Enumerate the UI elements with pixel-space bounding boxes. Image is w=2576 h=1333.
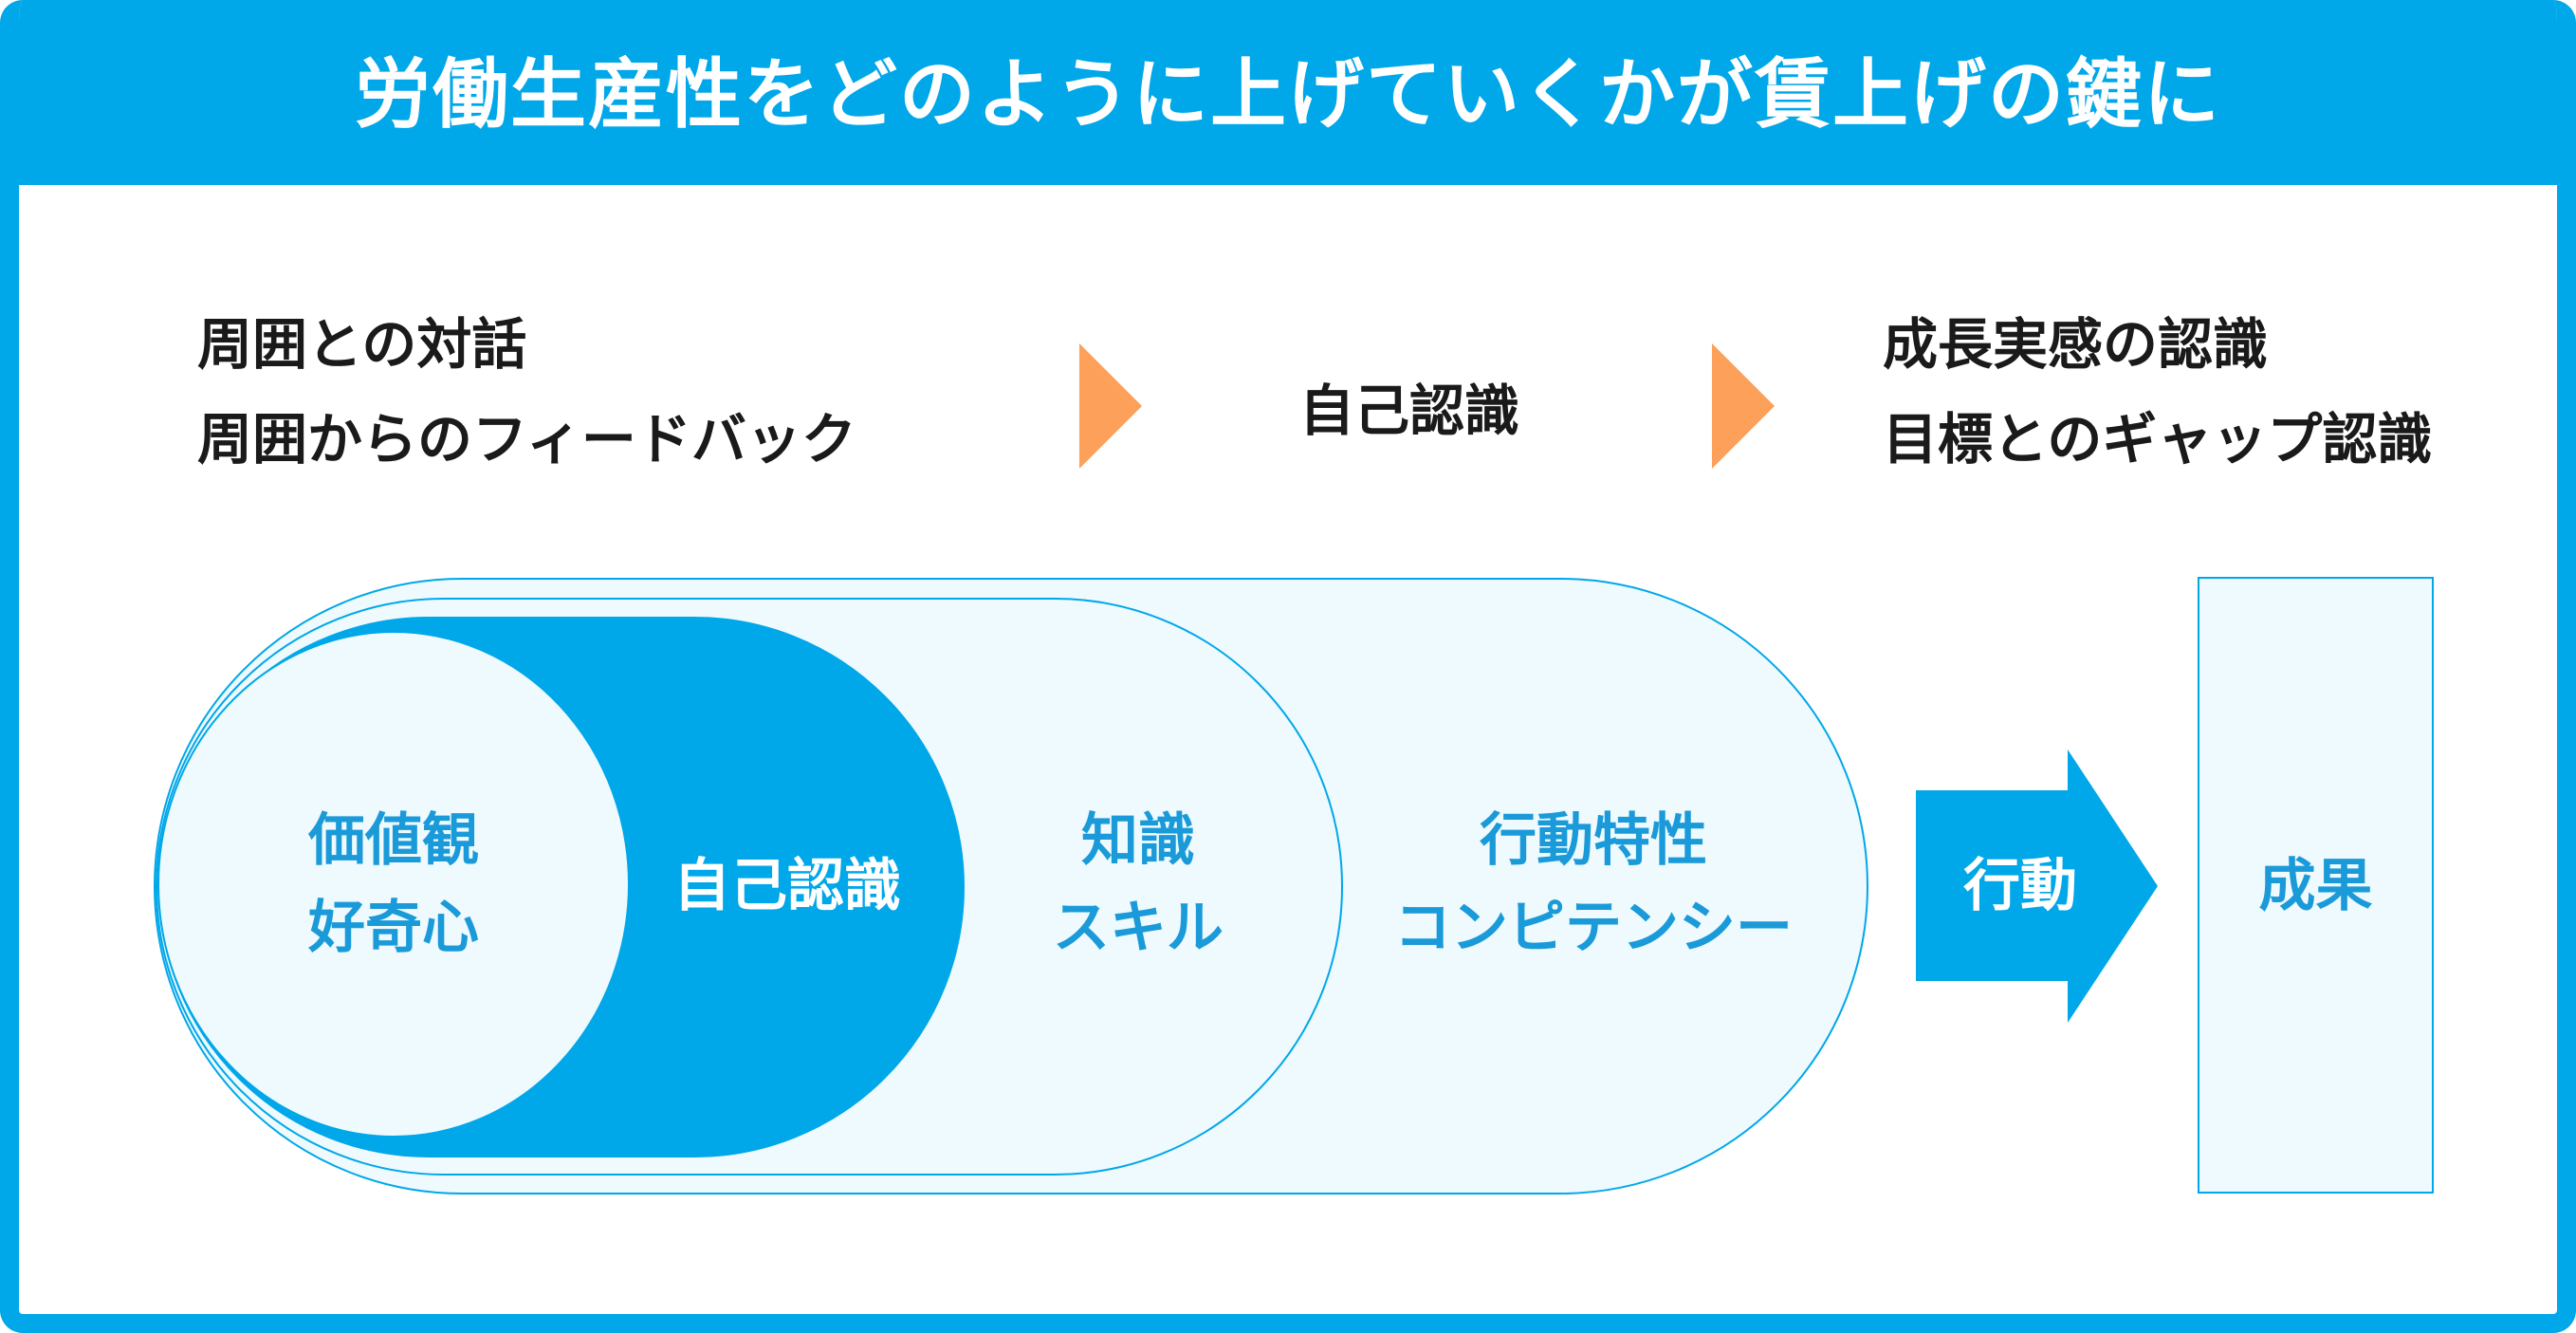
action-label: 行動 [1963, 853, 2077, 919]
flow-left-line-2: 周囲からのフィードバック [197, 407, 856, 472]
flow-middle: 自己認識 [1299, 379, 1520, 443]
page-title: 労働生産性をどのように上げていくかが賃上げの鍵に [355, 49, 2221, 139]
behavior-label: 行動特性 コンピテンシー [1394, 807, 1793, 961]
flow-arrow-1-icon [1079, 343, 1142, 469]
flow-right-line-2: 目標とのギャップ認識 [1883, 407, 2433, 472]
flow-arrow-2-icon [1712, 343, 1775, 469]
self-awareness-label: 自己認識 [673, 853, 901, 919]
flow-left-line-1: 周囲との対話 [197, 312, 527, 377]
knowledge-label: 知識 スキル [1053, 807, 1224, 961]
action-arrow-icon [1916, 750, 2158, 1023]
flow-right-line-1: 成長実感の認識 [1883, 312, 2269, 377]
title-bar: 労働生産性をどのように上げていくかが賃上げの鍵に [19, 0, 2557, 185]
result-label: 成果 [2258, 853, 2373, 919]
layer-values-shape [157, 631, 630, 1138]
values-label: 価値観 好奇心 [308, 807, 479, 961]
result-box [2198, 577, 2434, 1194]
